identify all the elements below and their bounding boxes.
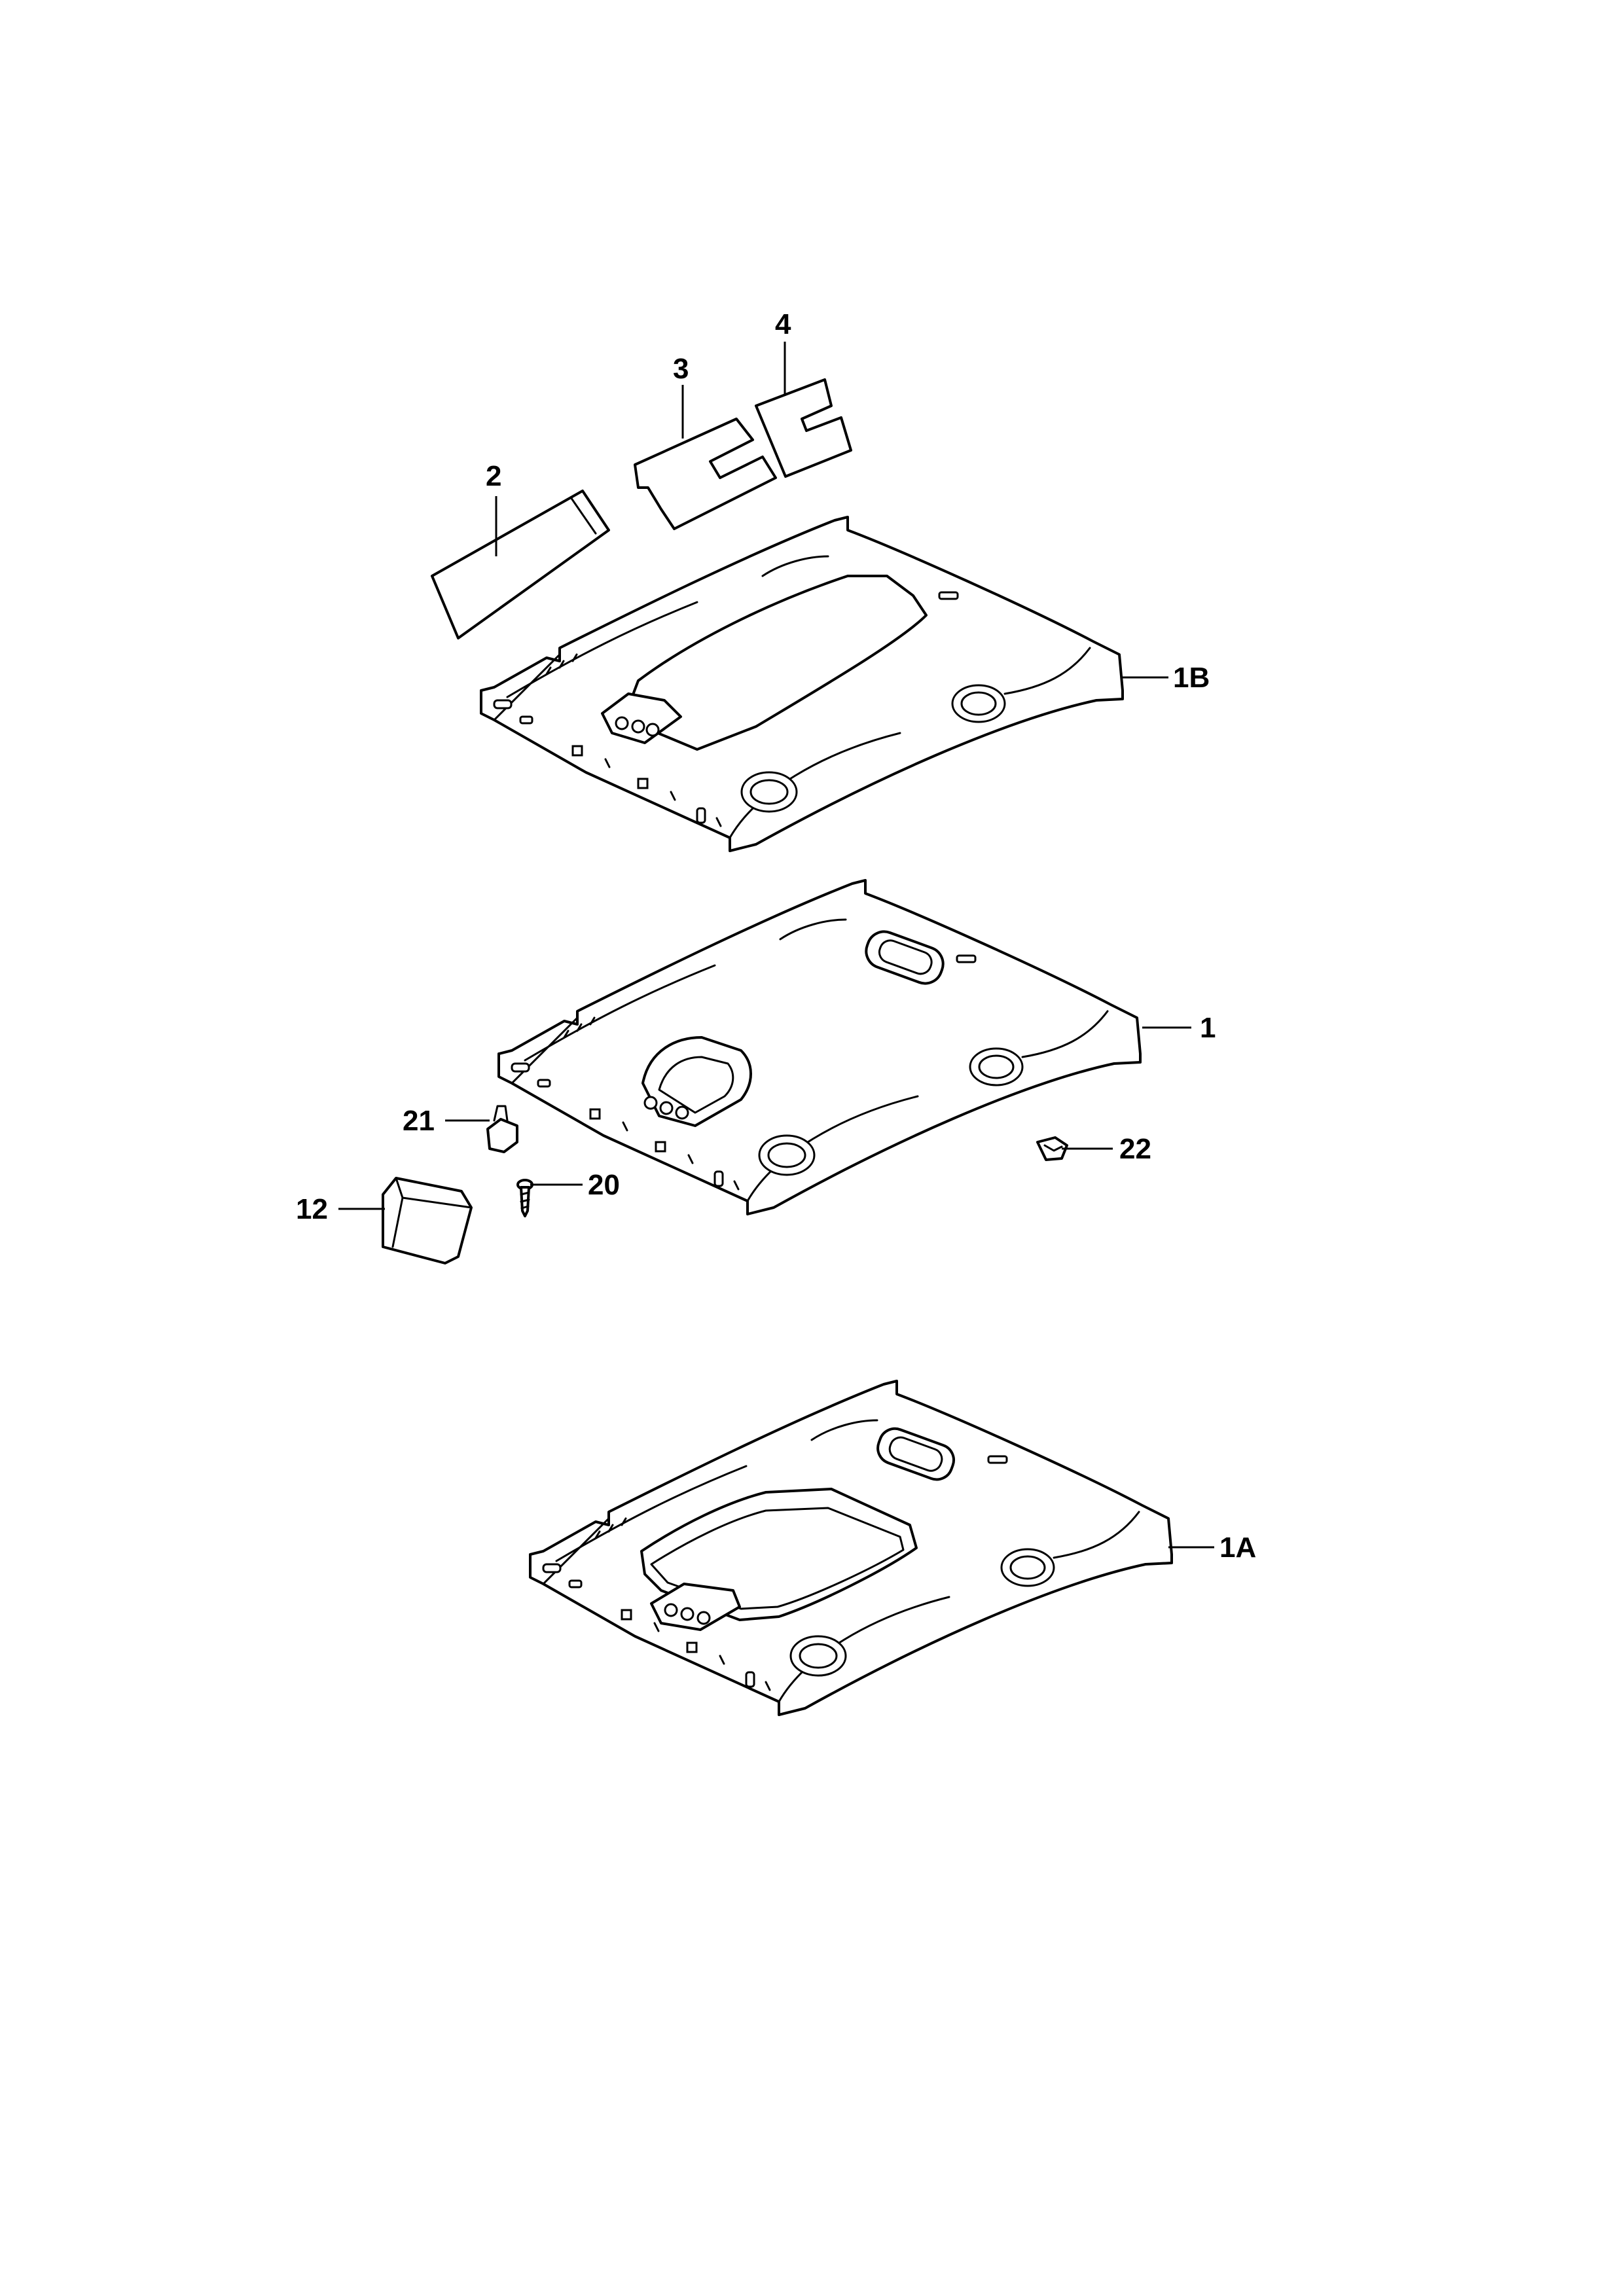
callout-20: 20 bbox=[588, 1169, 620, 1201]
callout-2: 2 bbox=[486, 460, 501, 492]
callout-12: 12 bbox=[296, 1193, 328, 1225]
callout-3: 3 bbox=[673, 353, 689, 385]
clip-22 bbox=[1036, 1136, 1068, 1161]
cap-12 bbox=[382, 1177, 473, 1265]
callout-22: 22 bbox=[1119, 1133, 1151, 1165]
callout-1a: 1A bbox=[1219, 1532, 1256, 1564]
callout-4: 4 bbox=[775, 308, 791, 340]
pad-2 bbox=[431, 490, 610, 639]
pad-3 bbox=[634, 418, 777, 530]
headliner-1b bbox=[480, 516, 1124, 852]
headliner-1a bbox=[529, 1380, 1173, 1716]
headliner-1 bbox=[497, 879, 1142, 1215]
pad-4 bbox=[755, 378, 852, 478]
callout-1b: 1B bbox=[1173, 662, 1210, 694]
clip-21 bbox=[486, 1105, 518, 1153]
callout-21: 21 bbox=[403, 1105, 435, 1137]
screw-20 bbox=[516, 1179, 533, 1217]
callout-1: 1 bbox=[1200, 1012, 1216, 1044]
